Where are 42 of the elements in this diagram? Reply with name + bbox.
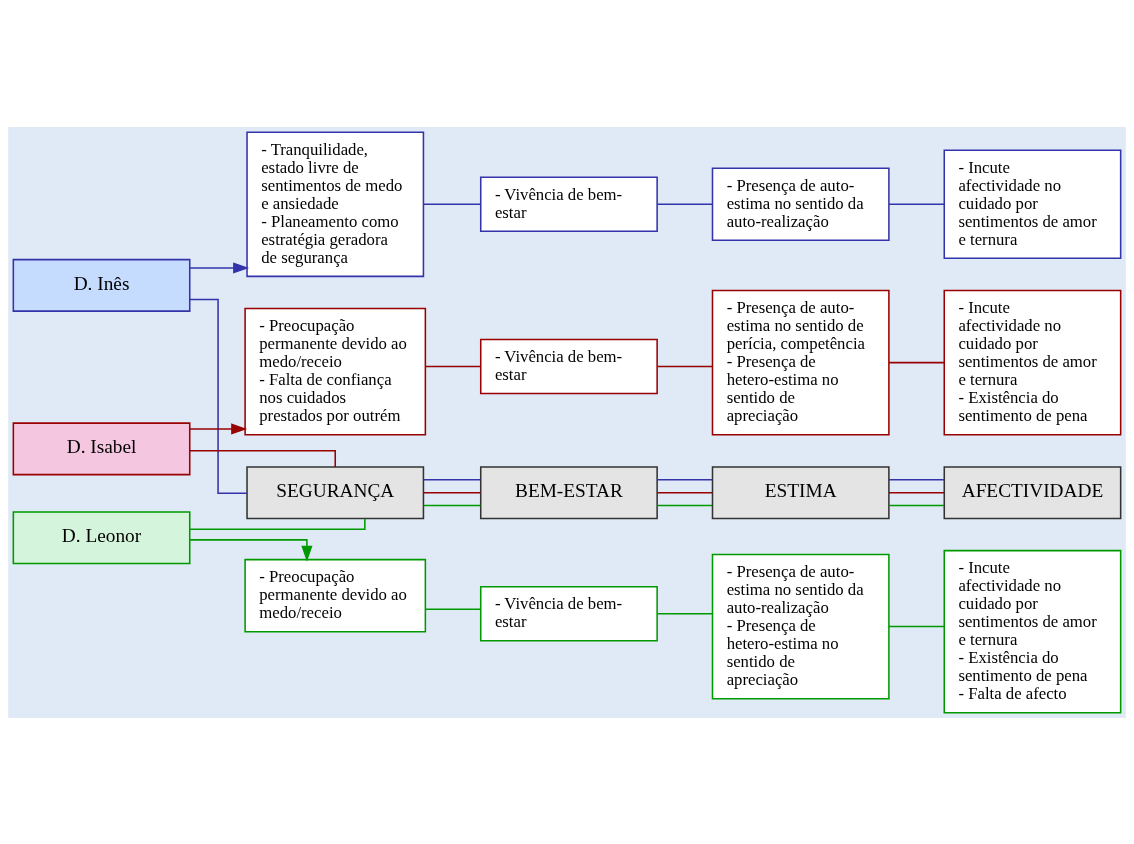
connector — [422, 478, 482, 481]
connector — [656, 365, 714, 367]
node-box: BEM-ESTAR — [479, 465, 658, 519]
node-box: - Incute afectividade no cuidado por sentimentos de amor e ternura — [943, 148, 1122, 259]
node-box: - Tranquilidade, estado livre de sentimentos de medo e ansiedade - Planeamento como estratégia geradora de segurança — [246, 130, 425, 277]
arrow — [189, 422, 248, 435]
node-box: - Presença de auto-estima no sentido da auto-realização — [711, 166, 890, 241]
connector — [424, 365, 482, 367]
node-box: - Vivência de bem-estar — [479, 338, 658, 394]
connector — [422, 504, 482, 506]
node-box: D. Leonor — [12, 510, 191, 564]
connector — [422, 491, 482, 493]
connector — [189, 517, 366, 530]
node-box: SEGURANÇA — [246, 465, 425, 519]
connector — [656, 504, 714, 506]
connector — [422, 202, 482, 205]
node-box: - Presença de auto-estima no sentido de perícia, competência - Presença de hetero-estima no sentido de apreciação — [711, 289, 890, 435]
connector — [656, 202, 714, 205]
arrow — [189, 261, 250, 274]
connector — [656, 612, 714, 614]
connector — [656, 478, 714, 481]
node-box: - Vivência de bem-estar — [479, 175, 658, 232]
node-box: - Preocupação permanente devido ao medo/receio - Falta de confiança nos cuidados prestados por outrém — [244, 307, 427, 435]
connector — [189, 298, 248, 494]
connector — [888, 361, 945, 363]
connector — [424, 607, 482, 610]
connector — [656, 491, 714, 493]
node-box: - Preocupação permanente devido ao medo/receio — [244, 558, 427, 632]
connector — [888, 491, 945, 493]
connector — [888, 504, 945, 506]
node-box: - Incute afectividade no cuidado por sentimentos de amor e ternura - Existência do sentimento de pena - Falta de afecto — [943, 549, 1122, 714]
node-box: D. Isabel — [12, 421, 191, 475]
connector — [888, 202, 945, 205]
node-box: - Incute afectividade no cuidado por sentimentos de amor e ternura - Existência do sentimento de pena — [943, 289, 1122, 435]
node-box: ESTIMA — [711, 465, 890, 519]
connector — [888, 478, 945, 481]
node-box: - Presença de auto-estima no sentido da auto-realização - Presença de hetero-estima no sentido de apreciação — [711, 553, 890, 699]
node-box: AFECTIVIDADE — [943, 465, 1122, 519]
arrow — [189, 538, 313, 562]
node-box: - Vivência de bem-estar — [479, 585, 658, 642]
connector — [888, 625, 945, 627]
node-box: D. Inês — [12, 258, 191, 312]
